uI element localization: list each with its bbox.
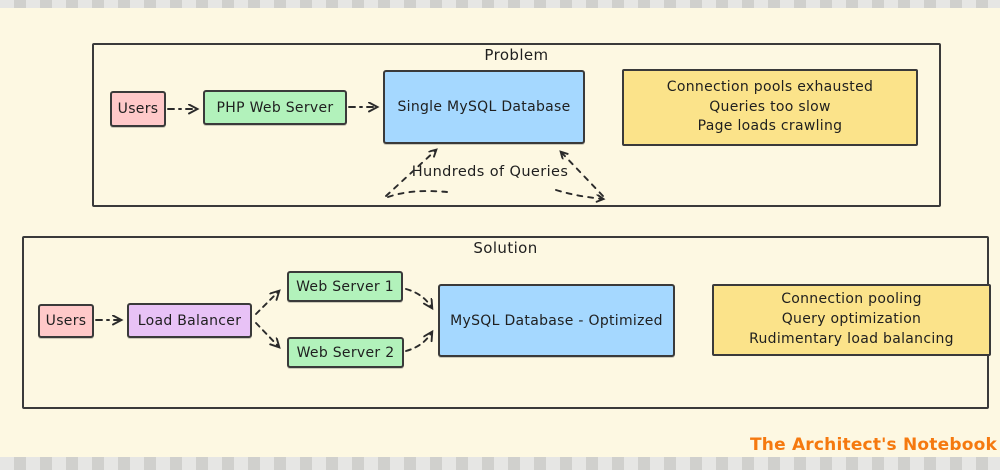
solution-benefit-line: Query optimization bbox=[781, 311, 922, 328]
solution-benefit-line: Connection pooling bbox=[781, 291, 922, 308]
paper-texture-bottom bbox=[0, 457, 1000, 470]
problem-issue-line: Connection pools exhausted bbox=[666, 78, 874, 95]
problem-users-node: Users bbox=[110, 91, 166, 127]
solution-benefit-line: Rudimentary load balancing bbox=[749, 330, 954, 347]
solution-users-node: Users bbox=[38, 304, 94, 338]
solution-users-label: Users bbox=[45, 313, 87, 329]
problem-issue-line: Page loads crawling bbox=[697, 118, 843, 135]
load-balancer-node: Load Balancer bbox=[127, 303, 252, 338]
problem-users-label: Users bbox=[117, 101, 159, 117]
problem-php-server-label: PHP Web Server bbox=[216, 99, 334, 116]
web-server-2-node: Web Server 2 bbox=[287, 337, 404, 368]
problem-section-frame: Problem bbox=[92, 43, 941, 207]
problem-issues-note: Connection pools exhausted Queries too s… bbox=[622, 69, 918, 146]
brand-watermark: The Architect's Notebook bbox=[750, 435, 997, 455]
web-server-1-node: Web Server 1 bbox=[287, 271, 403, 302]
problem-database-node: Single MySQL Database bbox=[383, 70, 585, 144]
load-balancer-label: Load Balancer bbox=[137, 312, 242, 329]
paper-texture-top bbox=[0, 0, 1000, 8]
problem-php-server-node: PHP Web Server bbox=[203, 90, 347, 125]
hundreds-of-queries-annotation: Hundreds of Queries bbox=[411, 164, 569, 180]
web-server-1-label: Web Server 1 bbox=[296, 278, 394, 295]
solution-database-node: MySQL Database - Optimized bbox=[438, 284, 675, 357]
web-server-2-label: Web Server 2 bbox=[296, 344, 395, 361]
solution-benefits-note: Connection pooling Query optimization Ru… bbox=[712, 284, 991, 356]
solution-section-title: Solution bbox=[473, 239, 538, 257]
problem-issue-line: Queries too slow bbox=[709, 98, 831, 115]
problem-database-label: Single MySQL Database bbox=[397, 99, 571, 115]
problem-section-title: Problem bbox=[484, 46, 549, 64]
solution-database-label: MySQL Database - Optimized bbox=[450, 312, 663, 329]
